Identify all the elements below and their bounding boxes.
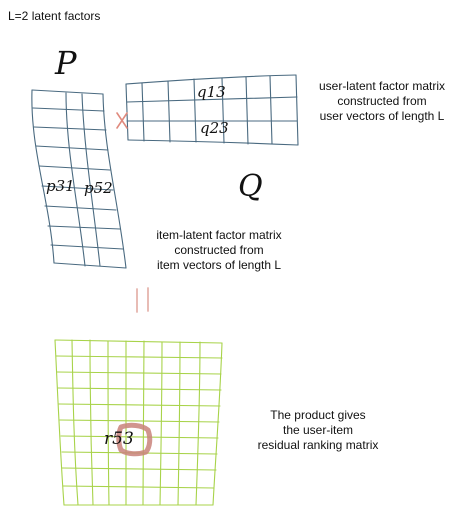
product-label-line3: residual ranking matrix <box>257 438 379 452</box>
user-matrix-label: user-latent factor matrix constructed fr… <box>302 79 462 124</box>
product-label-line1: The product gives <box>270 408 366 422</box>
equals-sign <box>136 287 149 313</box>
product-cell-highlight <box>116 422 153 457</box>
cell-p52: p52 <box>84 179 113 197</box>
product-label-line2: the user-item <box>282 423 354 437</box>
cell-q23: q23 <box>200 119 229 137</box>
item-matrix-label-line1: item-latent factor matrix <box>156 228 282 242</box>
item-matrix-label-line3: item vectors of length L <box>156 258 282 272</box>
cell-p31: p31 <box>46 177 75 195</box>
cell-q13: q13 <box>197 83 226 101</box>
matrix-r-grid <box>54 339 223 506</box>
matrix-q-symbol: Q <box>238 169 263 204</box>
matrix-q-grid <box>125 74 299 146</box>
product-label: The product gives the user-item residual… <box>238 408 398 453</box>
item-matrix-label-line2: constructed from <box>174 243 264 257</box>
page-title: L=2 latent factors <box>8 9 101 23</box>
item-matrix-label: item-latent factor matrix constructed fr… <box>124 228 314 273</box>
matrix-p-grid <box>31 89 127 269</box>
matrix-p-symbol: P <box>54 44 77 82</box>
user-matrix-label-line1: user-latent factor matrix <box>318 79 446 93</box>
multiply-sign <box>116 112 128 129</box>
user-matrix-label-line3: user vectors of length L <box>319 109 445 123</box>
user-matrix-label-line2: constructed from <box>337 94 427 108</box>
cell-r53: r53 <box>104 429 134 449</box>
